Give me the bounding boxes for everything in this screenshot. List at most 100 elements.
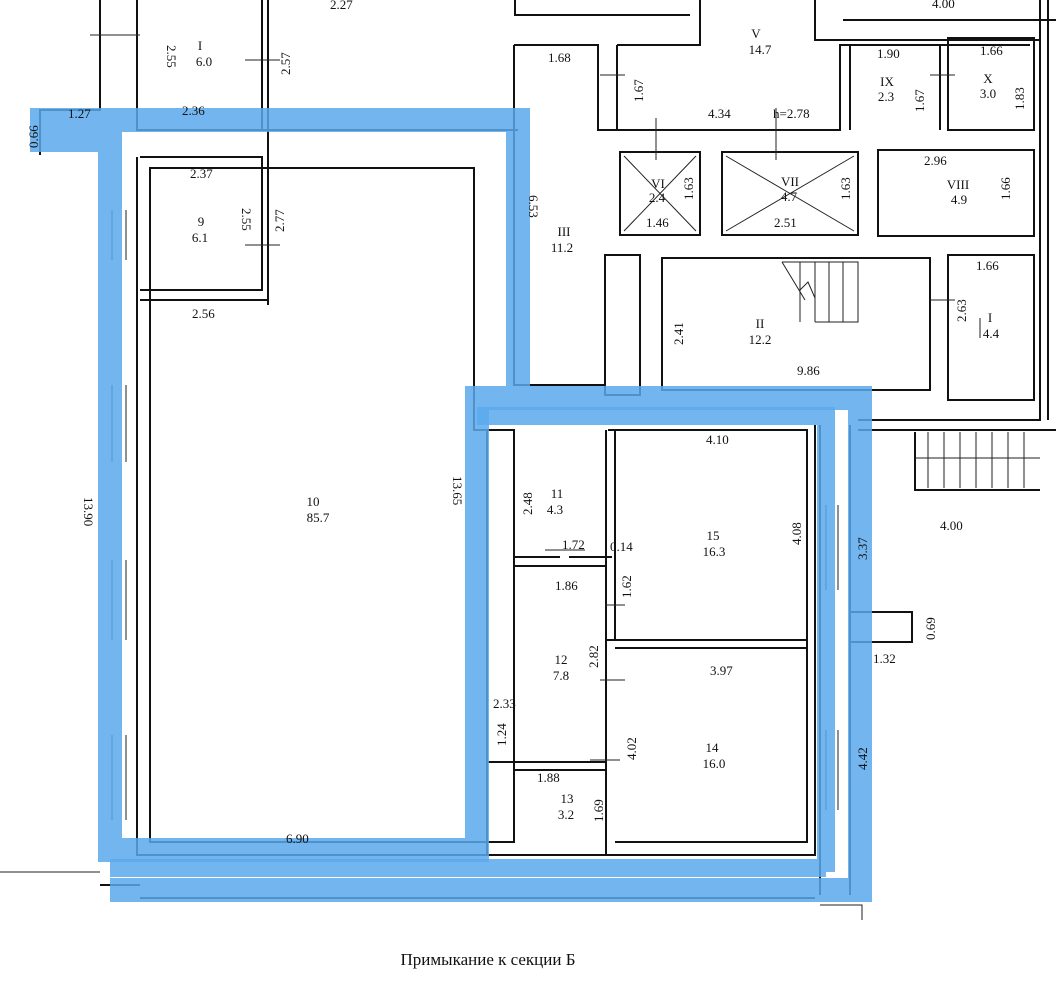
- room-area: 11.2: [551, 240, 573, 255]
- room-area: 3.2: [558, 807, 574, 822]
- room-number: X: [983, 71, 993, 86]
- room-number: I: [988, 310, 992, 325]
- room-area: 16.3: [703, 544, 726, 559]
- room-number: I: [198, 38, 202, 53]
- dimension-label: 1.66: [980, 43, 1003, 58]
- room-labels: I 6.0 9 6.1 10 85.7 11 4.3 12 7.8 13 3.2…: [192, 26, 1000, 822]
- dimension-label: 6.53: [526, 195, 541, 218]
- dimension-label: 1.67: [631, 79, 646, 102]
- room-13: 13 3.2: [558, 791, 574, 822]
- dimension-label: 2.55: [239, 208, 254, 231]
- room-area: 4.3: [547, 502, 563, 517]
- dimension-label: 2.33: [493, 696, 516, 711]
- dimension-label: 13.90: [81, 497, 96, 526]
- dimension-label: 1.63: [838, 177, 853, 200]
- room-12: 12 7.8: [553, 652, 569, 683]
- room-area: 16.0: [703, 756, 726, 771]
- dimension-label: 2.96: [924, 153, 947, 168]
- dimension-label: 1.46: [646, 215, 669, 230]
- dimension-label: 2.57: [278, 52, 293, 75]
- dimension-label: 1.66: [998, 177, 1013, 200]
- dimension-label: 2.36: [182, 103, 205, 118]
- room-v: V 14.7: [749, 26, 772, 57]
- room-number: 13: [561, 791, 574, 806]
- dimension-label: 2.63: [954, 299, 969, 322]
- dimension-label: 1.68: [548, 50, 571, 65]
- room-vi: VI 2.4: [649, 176, 666, 205]
- room-area: 6.1: [192, 230, 208, 245]
- dimension-label: 3.37: [855, 537, 870, 560]
- dimension-label: 1.83: [1012, 87, 1027, 110]
- dimension-label: 4.08: [789, 522, 804, 545]
- dimension-label: 2.41: [671, 322, 686, 345]
- room-vii: VII 4.7: [781, 174, 799, 204]
- dimension-labels: 2.27 4.00 2.55 2.57 1.27 0.66 2.36 2.37 …: [26, 0, 1027, 846]
- dimension-label: 1.69: [591, 799, 606, 822]
- dimension-label: 2.77: [272, 209, 287, 232]
- room-number: 9: [198, 214, 205, 229]
- room-15: 15 16.3: [703, 528, 726, 559]
- room-number: III: [558, 224, 571, 239]
- room-area: 4.4: [983, 326, 1000, 341]
- dimension-label: 6.90: [286, 831, 309, 846]
- room-area: 14.7: [749, 42, 772, 57]
- dimension-label: 2.55: [164, 45, 179, 68]
- room-area: 4.9: [951, 192, 967, 207]
- dimension-label: 1.63: [681, 177, 696, 200]
- room-number: 15: [707, 528, 720, 543]
- dimension-label: 2.51: [774, 215, 797, 230]
- dimension-label: 9.86: [797, 363, 820, 378]
- room-iii: III 11.2: [551, 224, 573, 255]
- dimension-label: 0.14: [610, 539, 633, 554]
- dimension-label: 4.00: [940, 518, 963, 533]
- room-area: 4.7: [781, 189, 798, 204]
- dimension-label: 1.88: [537, 770, 560, 785]
- room-11: 11 4.3: [547, 486, 563, 517]
- dimension-label: 3.97: [710, 663, 733, 678]
- dimension-label: 4.42: [855, 747, 870, 770]
- room-area: 3.0: [980, 86, 996, 101]
- room-number: 10: [307, 494, 320, 509]
- room-ix: IX 2.3: [878, 74, 895, 104]
- dimension-label: 1.90: [877, 46, 900, 61]
- dimension-label: 1.62: [619, 575, 634, 598]
- room-x: X 3.0: [980, 71, 996, 101]
- dimension-label: 2.48: [520, 492, 535, 515]
- room-area: 2.3: [878, 89, 894, 104]
- dimension-label: 1.24: [494, 723, 509, 746]
- room-number: VIII: [947, 177, 969, 192]
- dimension-label: 2.27: [330, 0, 353, 12]
- room-area: 12.2: [749, 332, 772, 347]
- room-ii: II 12.2: [749, 316, 772, 347]
- dimension-label: 4.10: [706, 432, 729, 447]
- room-number: 14: [706, 740, 720, 755]
- room-number: IX: [880, 74, 894, 89]
- room-area: 2.4: [649, 190, 666, 205]
- dimension-label: 1.66: [976, 258, 999, 273]
- dimension-label: 4.34: [708, 106, 731, 121]
- dimension-label: 13.65: [450, 476, 465, 505]
- room-viii: VIII 4.9: [947, 177, 969, 207]
- dimension-label: 0.69: [923, 617, 938, 640]
- room-number: VII: [781, 174, 799, 189]
- room-number: II: [756, 316, 765, 331]
- room-area: 85.7: [307, 510, 330, 525]
- dimension-label: 2.82: [586, 645, 601, 668]
- room-area: 6.0: [196, 54, 212, 69]
- room-i: I 6.0: [196, 38, 212, 69]
- plan-caption: Примыкание к секции Б: [401, 950, 576, 969]
- selected-premises-outline-right: [110, 407, 835, 877]
- selected-premises-outline: [30, 108, 872, 902]
- room-area: 7.8: [553, 668, 569, 683]
- dimension-label: 1.72: [562, 537, 585, 552]
- room-14: 14 16.0: [703, 740, 726, 771]
- dimension-label: 2.56: [192, 306, 215, 321]
- room-number: V: [751, 26, 761, 41]
- room-i-right: I 4.4: [983, 310, 1000, 341]
- dimension-label: 2.37: [190, 166, 213, 181]
- room-number: 12: [555, 652, 568, 667]
- room-10: 10 85.7: [307, 494, 330, 525]
- dimension-label: 1.32: [873, 651, 896, 666]
- dimension-label: 4.00: [932, 0, 955, 11]
